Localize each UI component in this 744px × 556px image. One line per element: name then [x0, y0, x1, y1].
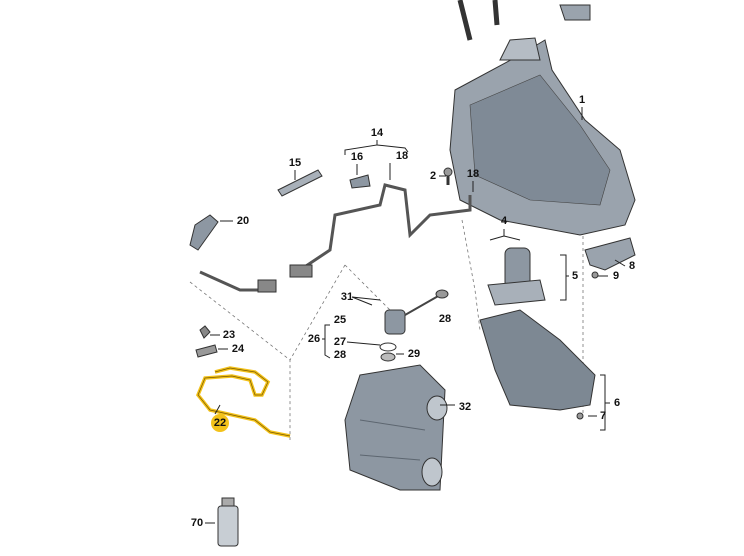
callout-1[interactable]: 1: [578, 94, 586, 106]
callout-24[interactable]: 24: [231, 343, 245, 355]
additive-bottle-part[interactable]: [217, 497, 239, 547]
cover-plate-part[interactable]: [479, 309, 596, 411]
callout-4[interactable]: 4: [500, 215, 508, 227]
callout-8[interactable]: 8: [628, 260, 636, 272]
callout-27[interactable]: 27: [333, 336, 347, 348]
callout-26[interactable]: 26: [307, 333, 321, 345]
callout-32[interactable]: 32: [458, 401, 472, 413]
callout-6[interactable]: 6: [613, 397, 621, 409]
callout-22-highlighted[interactable]: 22: [211, 414, 229, 432]
callout-28-lower[interactable]: 28: [333, 349, 347, 361]
particulate-filter-part[interactable]: [344, 364, 448, 491]
callout-16[interactable]: 16: [350, 151, 364, 163]
callout-23[interactable]: 23: [222, 329, 236, 341]
callout-20[interactable]: 20: [236, 215, 250, 227]
callout-29[interactable]: 29: [407, 348, 421, 360]
callout-31[interactable]: 31: [340, 291, 354, 303]
callout-2[interactable]: 2: [429, 170, 437, 182]
callout-5[interactable]: 5: [571, 270, 579, 282]
callout-7[interactable]: 7: [599, 410, 607, 422]
callout-18-right[interactable]: 18: [466, 168, 480, 180]
callout-14[interactable]: 14: [370, 127, 384, 139]
callout-28-right[interactable]: 28: [438, 313, 452, 325]
callout-9[interactable]: 9: [612, 270, 620, 282]
callout-15[interactable]: 15: [288, 157, 302, 169]
sensor-part[interactable]: [379, 289, 449, 362]
wiring-harness[interactable]: [199, 183, 472, 292]
pump-part[interactable]: [487, 247, 546, 306]
bracket-part[interactable]: [584, 237, 636, 271]
callout-18-upper[interactable]: 18: [395, 150, 409, 162]
fuel-tank-part[interactable]: [449, 0, 636, 236]
callout-70[interactable]: 70: [190, 517, 204, 529]
callout-25[interactable]: 25: [333, 314, 347, 326]
